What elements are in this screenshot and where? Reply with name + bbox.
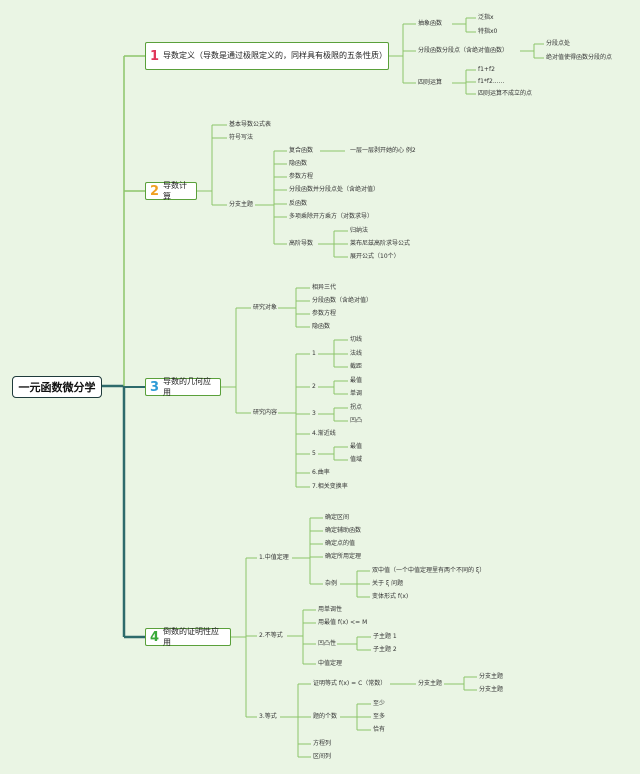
section-title: 倒数的证明性应用 bbox=[163, 627, 220, 647]
node-leaf: 确定辅助函数 bbox=[325, 527, 362, 534]
node-leaf: 1 bbox=[312, 350, 316, 357]
node-leaf: 绝对值使得函数分段的点 bbox=[546, 54, 613, 61]
node-leaf: 至少 bbox=[373, 700, 386, 707]
node-leaf: 恰有 bbox=[373, 726, 386, 733]
section-title: 导数定义（导数是通过极限定义的，同样具有极限的五条性质） bbox=[163, 51, 388, 60]
node-leaf: 值域 bbox=[350, 456, 363, 463]
node-leaf: 隐函数 bbox=[289, 160, 308, 167]
node-leaf: 相异三代 bbox=[312, 284, 337, 291]
node-leaf: 凹凸 bbox=[350, 417, 363, 424]
node-leaf: 2 bbox=[312, 383, 316, 390]
node-leaf: 多项乘除开方乘方（对数求导） bbox=[289, 213, 374, 220]
node-leaf: 归纳法 bbox=[350, 227, 369, 234]
node-research-content: 研究内容 bbox=[253, 409, 278, 416]
node-leaf: 最值 bbox=[350, 443, 363, 450]
node-leaf: 拐点 bbox=[350, 404, 363, 411]
node-leaf: 分支主题 bbox=[479, 686, 504, 693]
node-leaf: f1+f2 bbox=[478, 66, 495, 73]
node-leaf: 7.相关变换率 bbox=[312, 483, 348, 490]
node-misc: 杂例 bbox=[325, 580, 338, 587]
node-branch-topic: 分支主题 bbox=[229, 201, 254, 208]
node-branch-topic: 分支主题 bbox=[418, 680, 443, 687]
section-3-box: 3 导数的几何应用 bbox=[145, 377, 221, 397]
node-leaf: 6.曲率 bbox=[312, 469, 330, 476]
node-leaf: 反函数 bbox=[289, 200, 308, 207]
node-leaf: 分段函数（含绝对值） bbox=[312, 297, 373, 304]
node-leaf: 4.渐近线 bbox=[312, 430, 336, 437]
node-mvt: 1.中值定理 bbox=[259, 554, 289, 561]
node-leaf: 确定所用定理 bbox=[325, 553, 362, 560]
root-topic: 一元函数微分学 bbox=[12, 376, 102, 398]
node-note: 一层一层剥开她的心 例2 bbox=[350, 147, 416, 154]
section-4-box: 4 倒数的证明性应用 bbox=[145, 627, 231, 647]
node-leaf: 5 bbox=[312, 450, 316, 457]
node-leaf: 特指x0 bbox=[478, 28, 498, 35]
node-leaf: 用最值 f(x) <= M bbox=[318, 619, 368, 626]
node-leaf: 用单调性 bbox=[318, 606, 343, 613]
node-leaf: 至多 bbox=[373, 713, 386, 720]
node-basic-formula: 基本导数公式表 bbox=[229, 121, 272, 128]
node-leaf: 分段函数并分段点处（含绝对值） bbox=[289, 186, 380, 193]
node-higher-order: 高阶导数 bbox=[289, 240, 314, 247]
node-convexity: 凹凸性 bbox=[318, 640, 337, 647]
section-number: 3 bbox=[150, 379, 160, 395]
section-number: 4 bbox=[150, 629, 160, 645]
node-leaf: 四则运算不成立的点 bbox=[478, 90, 533, 97]
node-leaf: 子主题 1 bbox=[373, 633, 397, 640]
node-leaf: 莱布尼兹高阶求导公式 bbox=[350, 240, 411, 247]
node-root-count: 题的个数 bbox=[313, 713, 338, 720]
section-number: 1 bbox=[150, 48, 160, 64]
node-inequality: 2.不等式 bbox=[259, 632, 283, 639]
node-leaf: 展开公式（10个） bbox=[350, 253, 400, 260]
node-leaf: 3 bbox=[312, 410, 316, 417]
node-leaf: 变体形式 f(x) bbox=[372, 593, 409, 600]
node-leaf: 分段点处 bbox=[546, 40, 571, 47]
node-leaf: 泛指x bbox=[478, 14, 494, 21]
node-leaf: 单调 bbox=[350, 390, 363, 397]
node-leaf: 方程列 bbox=[313, 740, 332, 747]
node-piecewise: 分段函数分段点（含绝对值函数） bbox=[418, 47, 509, 54]
node-leaf: 区间列 bbox=[313, 753, 332, 760]
node-leaf: 隐函数 bbox=[312, 323, 331, 330]
node-leaf: 最值 bbox=[350, 377, 363, 384]
section-number: 2 bbox=[150, 183, 160, 199]
node-leaf: 双中值（一个中值定理里有两个不同的 ξ） bbox=[372, 567, 486, 574]
node-leaf: 子主题 2 bbox=[373, 646, 397, 653]
node-leaf: 截距 bbox=[350, 363, 363, 370]
section-title: 导数计算 bbox=[163, 181, 188, 201]
section-2-box: 2 导数计算 bbox=[145, 181, 197, 201]
node-leaf: 法线 bbox=[350, 350, 363, 357]
node-leaf: f1*f2...... bbox=[478, 78, 505, 85]
node-leaf: 分支主题 bbox=[479, 673, 504, 680]
node-leaf: 确定区间 bbox=[325, 514, 350, 521]
node-equality: 3.等式 bbox=[259, 713, 277, 720]
section-title: 导数的几何应用 bbox=[163, 377, 212, 397]
node-leaf: 参数方程 bbox=[312, 310, 337, 317]
node-leaf: 复合函数 bbox=[289, 147, 314, 154]
node-research-object: 研究对象 bbox=[253, 304, 278, 311]
node-abstract-function: 抽象函数 bbox=[418, 20, 443, 27]
node-leaf: 中值定理 bbox=[318, 660, 343, 667]
node-prove-const: 证明等式 f(x) = C（常数） bbox=[313, 680, 387, 687]
node-four-ops: 四则运算 bbox=[418, 79, 443, 86]
node-leaf: 关于 ξ 问题 bbox=[372, 580, 404, 587]
section-1-box: 1 导数定义（导数是通过极限定义的，同样具有极限的五条性质） bbox=[145, 42, 389, 70]
node-leaf: 确定点的值 bbox=[325, 540, 356, 547]
node-leaf: 切线 bbox=[350, 336, 363, 343]
node-notation: 符号写法 bbox=[229, 134, 254, 141]
node-leaf: 参数方程 bbox=[289, 173, 314, 180]
